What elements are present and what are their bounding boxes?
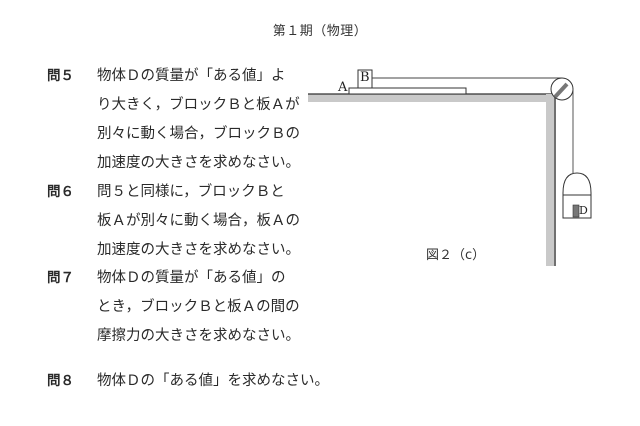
question-text: とき，ブロックＢと板Ａの間の (97, 299, 300, 315)
table-surface (308, 94, 553, 102)
label-object-d: D (579, 204, 588, 217)
question-text: 物体Ｄの「ある値」を求めなさい。 (97, 373, 329, 389)
figure-caption: 図２（c） (426, 248, 486, 263)
question-7: 問７ 物体Ｄの質量が「ある値」の とき，ブロックＢと板Ａの間の 摩擦力の大きさを求… (47, 264, 300, 351)
question-line: 問８ 物体Ｄの「ある値」を求めなさい。 (47, 367, 329, 396)
question-number: 問７ (47, 270, 74, 286)
plate-a (348, 87, 467, 95)
question-text: 板Ａが別々に動く場合，板Ａの (97, 213, 300, 229)
question-text: 加速度の大きさを求めなさい。 (97, 155, 300, 171)
question-number: 問６ (47, 184, 74, 200)
question-5: 問５ 物体Ｄの質量が「ある値」よ り大きく，ブロックＢと板Ａが 別々に動く場合，ブ… (47, 62, 300, 178)
question-number: 問８ (47, 373, 74, 389)
question-8: 問８ 物体Ｄの「ある値」を求めなさい。 (47, 367, 329, 396)
pulley-bracket (553, 82, 569, 99)
question-text: 別々に動く場合，ブロックＢの (97, 126, 300, 142)
label-plate-a: A (338, 80, 348, 95)
pulley (550, 77, 574, 101)
question-text: 問５と同様に，ブロックＢと (97, 184, 285, 200)
question-6: 問６ 問５と同様に，ブロックＢと 板Ａが別々に動く場合，板Ａの 加速度の大きさを求… (47, 178, 300, 265)
question-text: 物体Ｄの質量が「ある値」の (97, 270, 286, 286)
label-block-b: B (360, 70, 370, 85)
page-header: 第１期（物理） (272, 24, 368, 39)
table-side (546, 94, 554, 266)
question-text: 摩擦力の大きさを求めなさい。 (97, 328, 300, 344)
question-line: 問６ 問５と同様に，ブロックＢと (47, 178, 297, 207)
question-text: り大きく，ブロックＢと板Ａが (97, 97, 300, 113)
question-number: 問５ (47, 68, 74, 84)
question-line: 問７ 物体Ｄの質量が「ある値」の (47, 264, 297, 293)
question-text: 物体Ｄの質量が「ある値」よ (97, 68, 286, 84)
question-line: 問５ 物体Ｄの質量が「ある値」よ (47, 62, 297, 91)
question-text: 加速度の大きさを求めなさい。 (97, 242, 300, 258)
